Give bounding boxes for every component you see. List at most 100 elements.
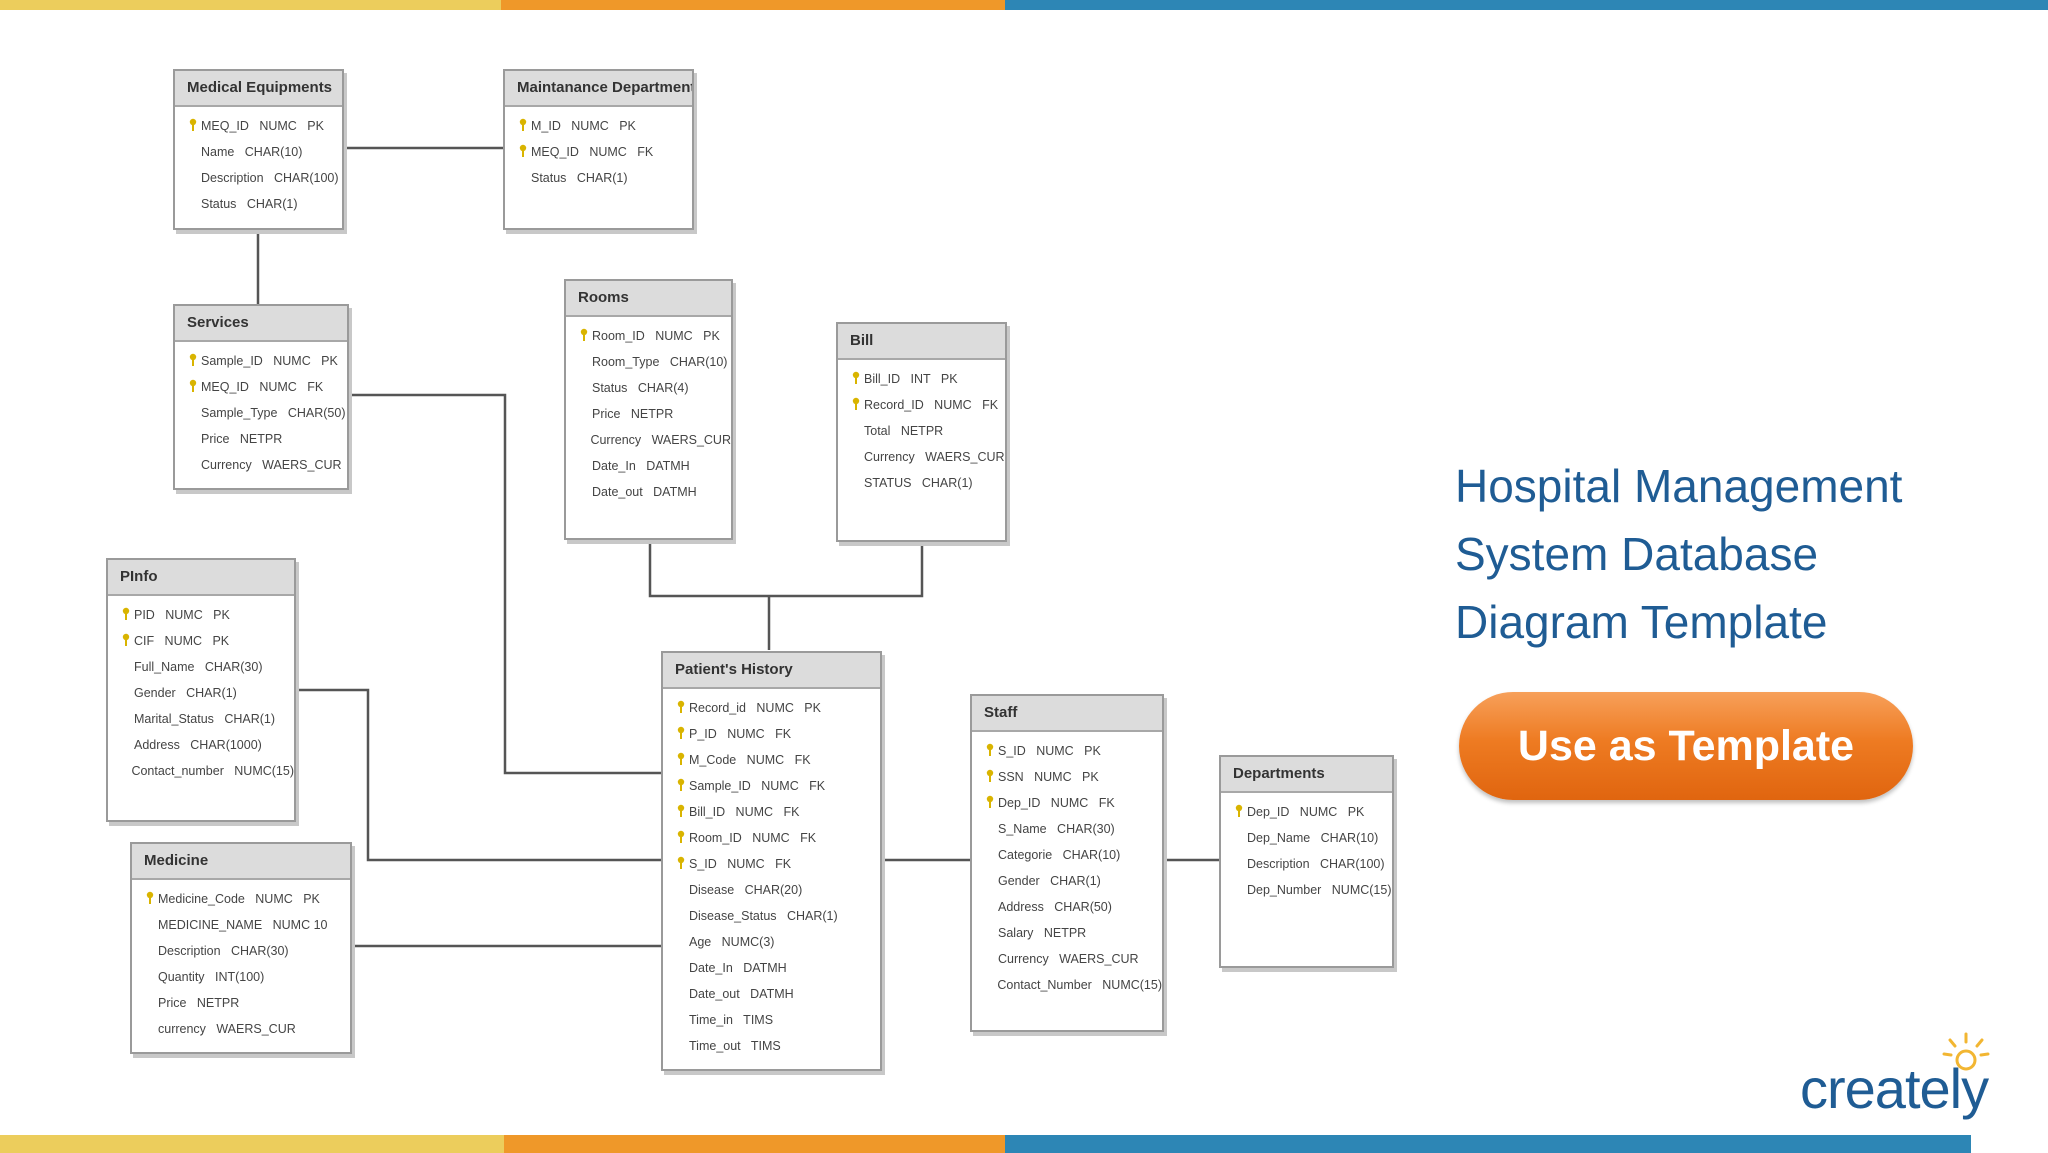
entity-field: Age NUMC(3) — [673, 929, 880, 955]
title-line-3: Diagram Template — [1455, 596, 1828, 648]
field-text: Date_out DATMH — [592, 485, 697, 499]
field-text: Bill_ID NUMC FK — [689, 805, 800, 819]
field-text: MEQ_ID NUMC FK — [201, 380, 324, 394]
field-text: Description CHAR(100) — [1247, 857, 1385, 871]
field-text: Contact_Number NUMC(15) — [997, 978, 1162, 992]
key-icon — [982, 769, 998, 786]
bottom-bar-orange — [504, 1135, 1005, 1153]
field-text: Dep_Name CHAR(10) — [1247, 831, 1379, 845]
top-bar-orange — [501, 0, 1005, 10]
entity-field: Quantity INT(100) — [142, 964, 350, 990]
entity-field: Sample_ID NUMC PK — [185, 348, 347, 374]
key-icon — [673, 830, 689, 847]
link-pinfo-history — [296, 688, 661, 862]
key-icon — [673, 804, 689, 821]
entity-rows: Record_id NUMC PK P_ID NUMC FK M_Code NUMC… — [663, 689, 880, 1065]
field-text: MEDICINE_NAME NUMC 10 — [158, 918, 328, 932]
field-text: P_ID NUMC FK — [689, 727, 792, 741]
entity-field: PID NUMC PK — [118, 602, 294, 628]
entity-field: Price NETPR — [185, 426, 347, 452]
entity-field: MEQ_ID NUMC PK — [185, 113, 342, 139]
field-text: Date_out DATMH — [689, 987, 794, 1001]
field-text: Time_in TIMS — [689, 1013, 774, 1027]
page-title: Hospital Management System Database Diag… — [1455, 452, 2015, 656]
entity-field: Currency WAERS_CUR — [848, 444, 1005, 470]
field-text: Price NETPR — [201, 432, 283, 446]
entity-field: Date_out DATMH — [673, 981, 880, 1007]
key-icon — [848, 371, 864, 388]
key-icon — [982, 743, 998, 760]
entity-field: Dep_Name CHAR(10) — [1231, 825, 1392, 851]
field-text: CIF NUMC PK — [134, 634, 230, 648]
entity-field: Address CHAR(50) — [982, 894, 1162, 920]
field-text: Dep_ID NUMC PK — [1247, 805, 1365, 819]
entity-field: M_ID NUMC PK — [515, 113, 692, 139]
entity-field: S_Name CHAR(30) — [982, 816, 1162, 842]
field-text: Full_Name CHAR(30) — [134, 660, 263, 674]
entity-field: Currency WAERS_CUR — [982, 946, 1162, 972]
entity-field: Marital_Status CHAR(1) — [118, 706, 294, 732]
key-icon — [118, 633, 134, 650]
field-text: S_Name CHAR(30) — [998, 822, 1115, 836]
entity-title: Medical Equipments — [175, 71, 342, 107]
key-icon — [673, 856, 689, 873]
entity-field: Gender CHAR(1) — [982, 868, 1162, 894]
key-icon — [673, 778, 689, 795]
field-text: Quantity INT(100) — [158, 970, 265, 984]
entity-field: Status CHAR(4) — [576, 375, 731, 401]
entity-field: Description CHAR(30) — [142, 938, 350, 964]
field-text: Salary NETPR — [998, 926, 1087, 940]
bottom-color-bar — [0, 1135, 2048, 1153]
entity-field: Record_id NUMC PK — [673, 695, 880, 721]
field-text: Description CHAR(100) — [201, 171, 339, 185]
entity-field: Room_ID NUMC PK — [576, 323, 731, 349]
field-text: S_ID NUMC FK — [689, 857, 792, 871]
entity-field: M_Code NUMC FK — [673, 747, 880, 773]
key-icon — [576, 328, 592, 345]
key-icon — [982, 795, 998, 812]
entity-field: Room_ID NUMC FK — [673, 825, 880, 851]
entity-field: P_ID NUMC FK — [673, 721, 880, 747]
use-as-template-button[interactable]: Use as Template — [1459, 692, 1913, 800]
field-text: Marital_Status CHAR(1) — [134, 712, 276, 726]
field-text: Description CHAR(30) — [158, 944, 289, 958]
field-text: Date_In DATMH — [689, 961, 787, 975]
field-text: Address CHAR(50) — [998, 900, 1112, 914]
field-text: MEQ_ID NUMC FK — [531, 145, 654, 159]
field-text: Sample_ID NUMC PK — [201, 354, 338, 368]
bottom-bar-blue — [1005, 1135, 1971, 1153]
entity-field: Price NETPR — [142, 990, 350, 1016]
entity-field: Status CHAR(1) — [515, 165, 692, 191]
key-icon — [673, 726, 689, 743]
top-bar-blue — [1005, 0, 2048, 10]
field-text: Status CHAR(1) — [201, 197, 298, 211]
entity-field: Currency WAERS_CUR — [185, 452, 347, 478]
field-text: Room_ID NUMC PK — [592, 329, 720, 343]
field-text: Currency WAERS_CUR — [864, 450, 1005, 464]
entity-title: Staff — [972, 696, 1162, 732]
entity-field: Gender CHAR(1) — [118, 680, 294, 706]
field-text: Sample_ID NUMC FK — [689, 779, 826, 793]
key-icon — [118, 607, 134, 624]
entity-field: Description CHAR(100) — [1231, 851, 1392, 877]
field-text: STATUS CHAR(1) — [864, 476, 973, 490]
key-icon — [673, 752, 689, 769]
creately-logo[interactable]: creately — [1800, 1030, 2025, 1130]
field-text: Currency WAERS_CUR — [590, 433, 731, 447]
entity-field: Total NETPR — [848, 418, 1005, 444]
entity-field: Contact_Number NUMC(15) — [982, 972, 1162, 998]
key-icon — [515, 144, 531, 161]
field-text: M_ID NUMC PK — [531, 119, 636, 133]
field-text: S_ID NUMC PK — [998, 744, 1101, 758]
